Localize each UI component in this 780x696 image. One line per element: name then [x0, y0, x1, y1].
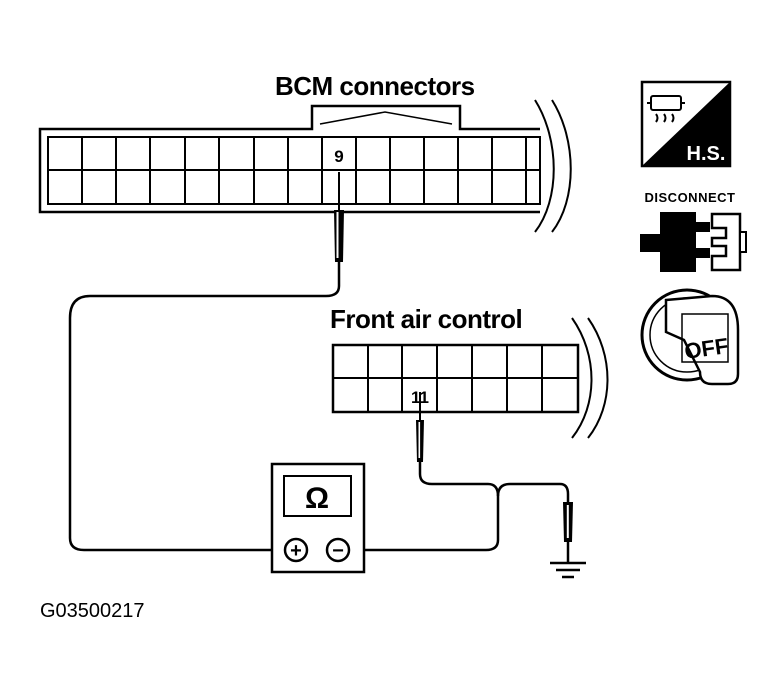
- ignition-off-icon: OFF: [640, 288, 740, 386]
- bcm-connector-grid-lines: [81, 137, 527, 204]
- front-air-control-grid-lines: [367, 345, 543, 412]
- bcm-connector-latch: [319, 111, 453, 125]
- bcm-probe: [334, 172, 344, 262]
- ground-wire: [496, 482, 570, 502]
- ground-symbol: [550, 561, 586, 579]
- defroster-icon: [647, 95, 685, 123]
- front-probe: [416, 392, 424, 462]
- bcm-connector-title: BCM connectors: [275, 71, 475, 101]
- hs-icon-label: H.S.: [687, 143, 726, 165]
- ohmmeter: Ω + −: [270, 462, 366, 574]
- ohm-symbol: Ω: [305, 482, 329, 515]
- figure-code: G03500217: [40, 600, 145, 622]
- bcm-connector: BCM connectors 9: [38, 71, 572, 233]
- front-air-control-break-mark: [571, 317, 609, 439]
- bcm-connector-housing: [38, 104, 540, 214]
- key-icon: [664, 294, 740, 386]
- negative-terminal: [325, 537, 351, 563]
- hs-icon: H.S.: [640, 80, 732, 168]
- front-probe-wire: [352, 462, 500, 552]
- off-label: OFF: [683, 333, 730, 364]
- bcm-pin-9-label: 9: [334, 147, 343, 166]
- ohmmeter-display: [283, 475, 352, 517]
- ground-probe: [563, 502, 573, 563]
- negative-terminal-label: −: [332, 540, 344, 562]
- disconnect-icon-label: DISCONNECT: [645, 190, 736, 205]
- front-air-control-title: Front air control: [330, 304, 522, 334]
- disconnect-icon: DISCONNECT: [640, 190, 747, 272]
- front-air-control-connector: Front air control 11: [330, 304, 609, 439]
- bcm-probe-wire: [68, 262, 341, 552]
- positive-terminal-label: +: [290, 540, 302, 562]
- bcm-connector-break-mark: [534, 99, 572, 233]
- positive-terminal: [283, 537, 309, 563]
